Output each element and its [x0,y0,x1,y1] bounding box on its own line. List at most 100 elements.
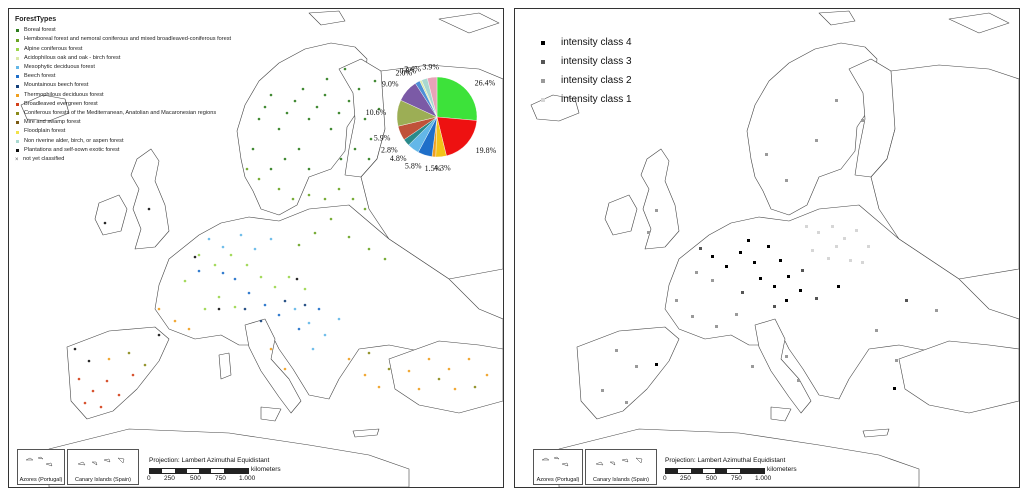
intensity-label: intensity class 3 [561,56,632,67]
legend-swatch-icon [16,130,19,134]
legend-label: Mire and swamp forest [24,119,81,126]
legend-swatch-icon [16,93,19,97]
scale-tick-500: 500 [706,475,717,482]
legend-label: Coniferous forests of the Mediterranean,… [24,110,217,117]
turkey-outline [388,340,503,414]
forest-types-map-panel: 26.4%19.8%4.3%1.5%5.8%4.8%2.8%5.9%10.6%9… [8,8,504,488]
canary-islands [595,457,643,466]
continental-europe-outline [154,204,503,400]
novaya-zemlya-outline [948,12,1010,34]
novaya-zemlya-outline [438,12,500,34]
pie-slice-label: 4.3% [434,164,451,173]
legend-label: Plantations and self-sown exotic forest [24,146,120,153]
scale-tick-1000: 1.000 [755,475,772,482]
intensity-label: intensity class 1 [561,94,632,105]
legend-label: Floodplain forest [24,128,66,135]
pie-slice-label: 10.6% [366,108,387,117]
scale-tick-250: 250 [164,475,175,482]
pie-chart: 26.4%19.8%4.3%1.5%5.8%4.8%2.8%5.9%10.6%9… [366,62,497,172]
legend-label: Boreal forest [24,27,56,34]
pie-slice-label: 4.8% [390,154,407,163]
arctic-islands-outline [308,10,346,26]
legend-swatch-icon [16,102,19,106]
scale-tick-0: 0 [663,475,667,482]
legend-swatch-icon [16,112,19,116]
canary-islands-inset: Canary Islands (Spain) [585,449,657,485]
legend-label: Alpine coniferous forest [24,45,83,52]
azores-inset: Azores (Portugal) [17,449,65,485]
legend-swatch-icon [16,75,19,79]
turkey-outline [898,340,1019,414]
legend-label: not yet classified [23,156,65,163]
scale-tick-500: 500 [190,475,201,482]
intensity-legend-item: intensity class 4 [541,33,632,52]
sicily-outline [260,406,282,422]
pie-slice-label: 2.4% [404,65,421,74]
pie-slice [436,116,478,157]
legend-item: Mire and swamp forest [15,118,231,127]
legend-label: Acidophilous oak and oak - birch forest [24,54,121,61]
great-britain-outline [640,148,680,250]
arctic-islands-outline [818,10,856,26]
pie-slice-label: 19.8% [476,146,497,155]
legend-item: Plantations and self-sown exotic forest [15,146,231,155]
azores-islands [541,456,569,467]
legend-swatch-icon [16,38,19,42]
canary-islands-label: Canary Islands (Spain) [75,477,131,483]
legend-item: Acidophilous oak and oak - birch forest [15,54,231,63]
legend-item: Boreal forest [15,26,231,35]
legend-label: Beech forest [24,73,56,80]
pie-slice [427,76,438,118]
sardinia-outline [218,352,232,380]
intensity-square-icon [541,40,545,45]
pie-slice-label: 26.4% [475,79,496,88]
scale-tick-250: 250 [680,475,691,482]
scale-tick-1000: 1.000 [239,475,256,482]
legend-swatch-icon [16,139,19,143]
azores-inset: Azores (Portugal) [533,449,583,485]
europe-map-left: 26.4%19.8%4.3%1.5%5.8%4.8%2.8%5.9%10.6%9… [20,10,503,487]
iceland-outline [530,94,580,122]
canary-islands [77,457,125,466]
iceland-outline [20,94,70,122]
canary-islands-label: Canary Islands (Spain) [593,477,649,483]
scale-tick-750: 750 [215,475,226,482]
intensity-square-icon [541,78,545,83]
intensity-points [601,99,938,404]
intensity-legend-item: intensity class 2 [541,71,632,90]
legend-label: Mountainous beech forest [24,82,89,89]
italy-outline [754,318,812,414]
legend-swatch-icon [16,66,19,70]
pie-slice-label: 2.0% [395,68,412,77]
legend-label: Non riverine alder, birch, or aspen fore… [24,137,124,144]
pie-slice-label: 0.8% [399,66,416,75]
legend-label: Broadleaved evergreen forest [24,100,98,107]
legend-item: Non riverine alder, birch, or aspen fore… [15,137,231,146]
scale-bar [665,468,765,474]
iberia-outline [66,326,170,420]
legend-swatch-icon [16,29,19,33]
legend-label: Hemiboreal forest and nemoral coniferous… [24,36,232,43]
intensity-square-icon [541,59,545,64]
legend-swatch-icon [16,56,19,60]
pie-slice [436,76,478,121]
intensity-class-map-panel: intensity class 4 intensity class 3 intens… [514,8,1020,488]
legend-item: Coniferous forests of the Mediterranean,… [15,109,231,118]
italy-outline [244,318,302,414]
pie-slice-label: 1.5% [425,164,442,173]
legend-item: Alpine coniferous forest [15,45,231,54]
legend-item: Broadleaved evergreen forest [15,100,231,109]
legend-item: ×not yet classified [15,155,231,164]
pie-slice-label: 2.8% [381,146,398,155]
projection-label: Projection: Lambert Azimuthal Equidistan… [665,457,786,464]
scale-unit: kilometers [767,466,797,473]
legend-item: Mountainous beech forest [15,81,231,90]
great-britain-outline [130,148,170,250]
pie-slice-label: 5.9% [374,134,391,143]
pie-slice-label: 3.9% [422,62,439,71]
projection-label: Projection: Lambert Azimuthal Equidistan… [149,457,270,464]
north-africa-outline [48,428,410,487]
iberia-outline [576,326,680,420]
